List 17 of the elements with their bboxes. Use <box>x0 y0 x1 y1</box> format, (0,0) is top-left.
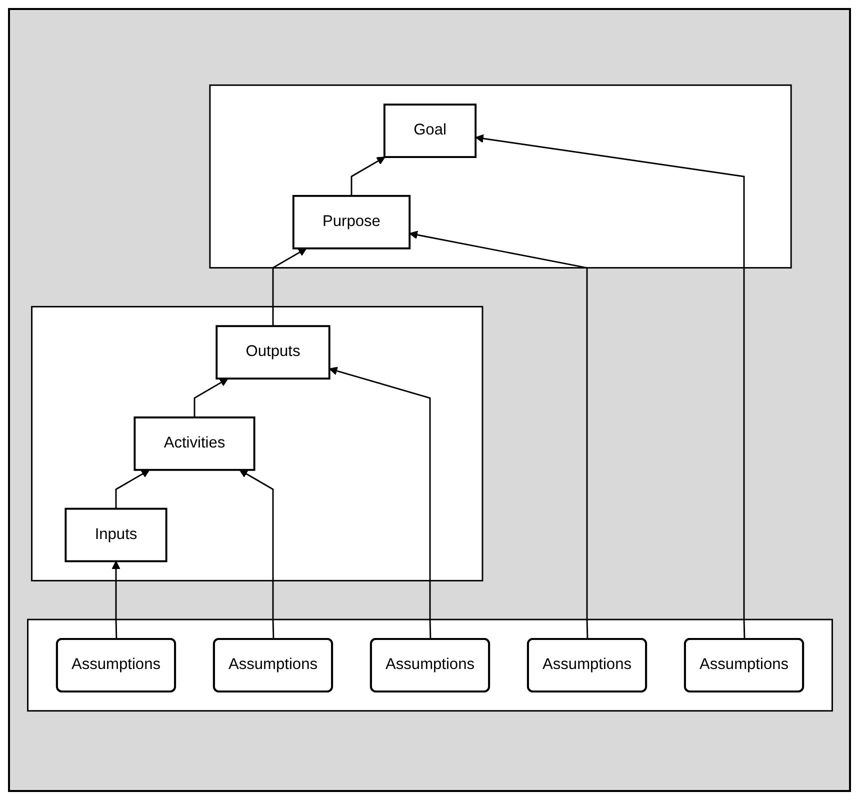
node-box: Purpose <box>292 194 410 249</box>
arrow <box>111 560 120 639</box>
arrow <box>350 156 385 196</box>
arrow <box>114 469 150 508</box>
node-box: Activities <box>133 416 255 470</box>
cluster <box>26 618 832 712</box>
arrow <box>328 366 431 639</box>
cluster <box>30 305 483 581</box>
node-box: Goal <box>382 103 476 158</box>
arrow <box>238 469 274 639</box>
node-box: Outputs <box>215 324 330 380</box>
arrow <box>408 230 588 639</box>
arrow <box>474 134 745 639</box>
arrow <box>272 247 306 326</box>
arrow <box>193 378 228 417</box>
node-box: Inputs <box>64 507 167 562</box>
cluster <box>208 84 792 268</box>
